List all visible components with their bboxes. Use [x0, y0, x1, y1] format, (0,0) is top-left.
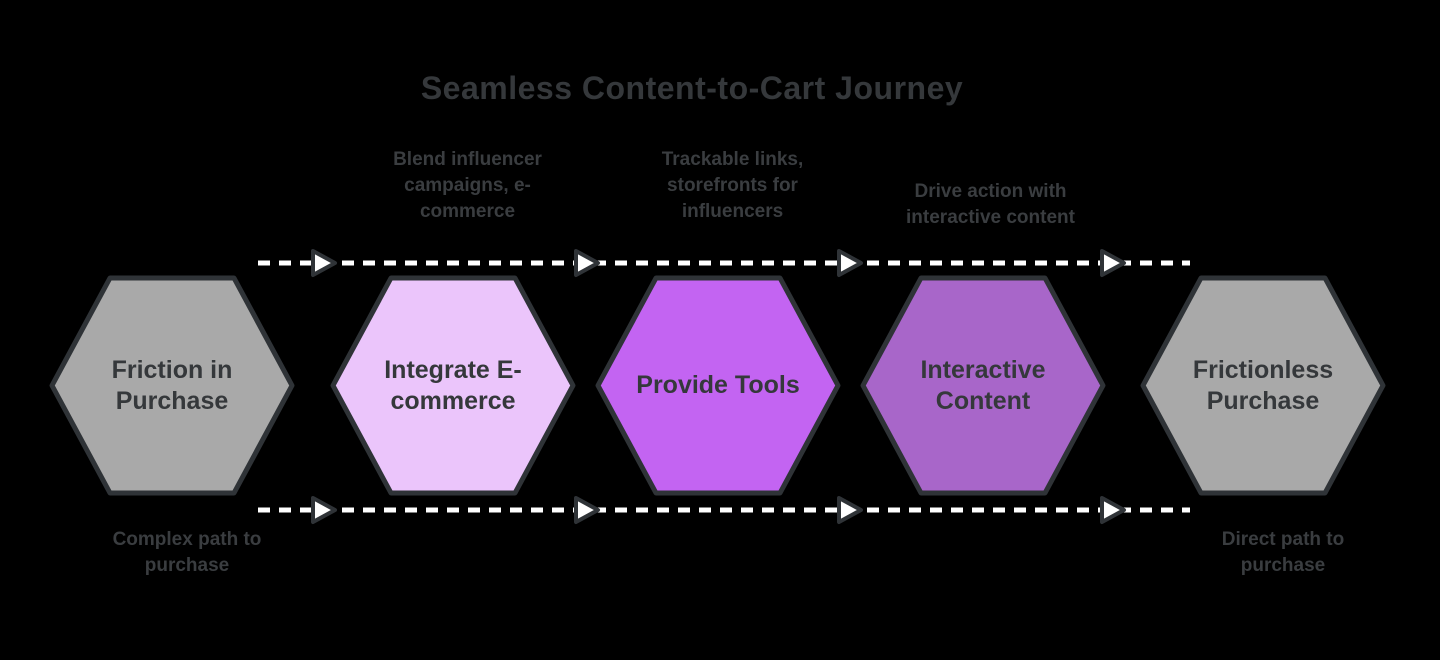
annotation-drive-action: Drive action with interactive content: [906, 181, 1075, 228]
annotation-complex-path: Complex path to purchase: [112, 529, 262, 576]
annotation-blend-influencer: Blend influencer campaigns, e- commerce: [393, 149, 542, 222]
hexagon-integrate-ecommerce: [330, 275, 576, 496]
arrowhead-icon: [311, 496, 337, 524]
page-title: Seamless Content-to-Cart Journey: [420, 70, 964, 106]
hexagon-friction-in-purchase: [49, 275, 295, 496]
arrowhead-icon: [837, 496, 863, 524]
arrowhead-icon: [574, 496, 600, 524]
hexagon-frictionless-purchase: [1140, 275, 1386, 496]
arrowhead-icon: [1100, 249, 1126, 277]
arrowhead-icon: [311, 249, 337, 277]
arrowhead-icon: [1100, 496, 1126, 524]
annotation-direct-path: Direct path to purchase: [1221, 529, 1345, 576]
arrowhead-icon: [837, 249, 863, 277]
hexagon-provide-tools: [595, 275, 841, 496]
arrowhead-icon: [574, 249, 600, 277]
annotation-trackable-links: Trackable links, storefronts for influen…: [661, 149, 804, 222]
hexagon-interactive-content: [860, 275, 1106, 496]
